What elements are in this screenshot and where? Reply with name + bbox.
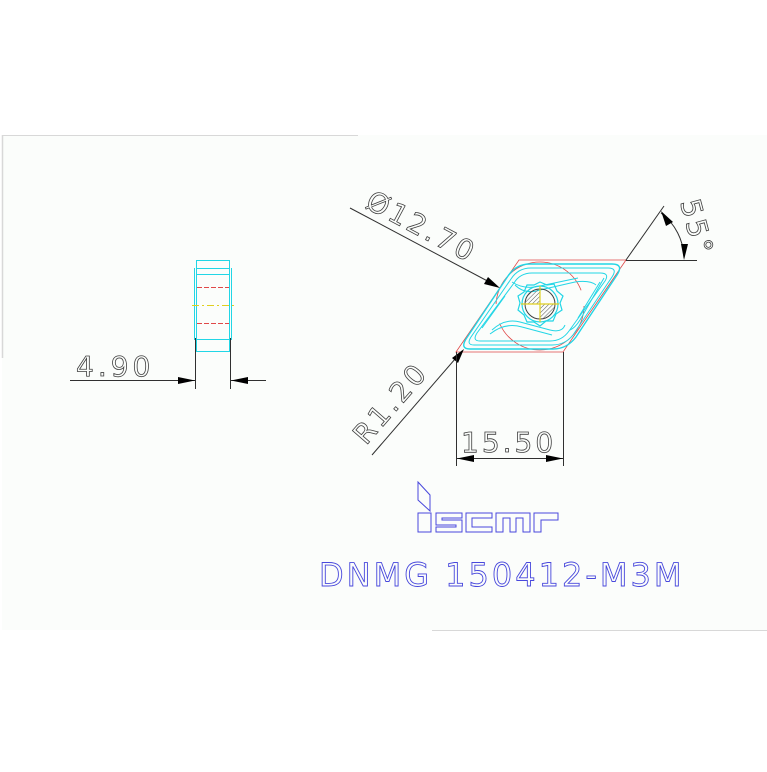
arrow-icon <box>661 211 673 226</box>
arrow-icon <box>178 377 195 384</box>
side-view: 4.90 <box>70 260 266 389</box>
arrow-icon <box>231 377 248 384</box>
arrow-icon <box>546 455 563 462</box>
arrow-icon <box>681 244 688 260</box>
arrow-icon <box>484 277 500 288</box>
drawing-area <box>2 135 767 630</box>
part-number: DNMG 150412-M3M <box>319 556 684 594</box>
edge-length-dimension: 15.50 <box>461 426 556 459</box>
arrow-icon <box>457 455 474 462</box>
arrow-icon <box>452 349 464 363</box>
thickness-dimension: 4.90 <box>76 350 154 383</box>
brand-logo <box>417 480 559 533</box>
